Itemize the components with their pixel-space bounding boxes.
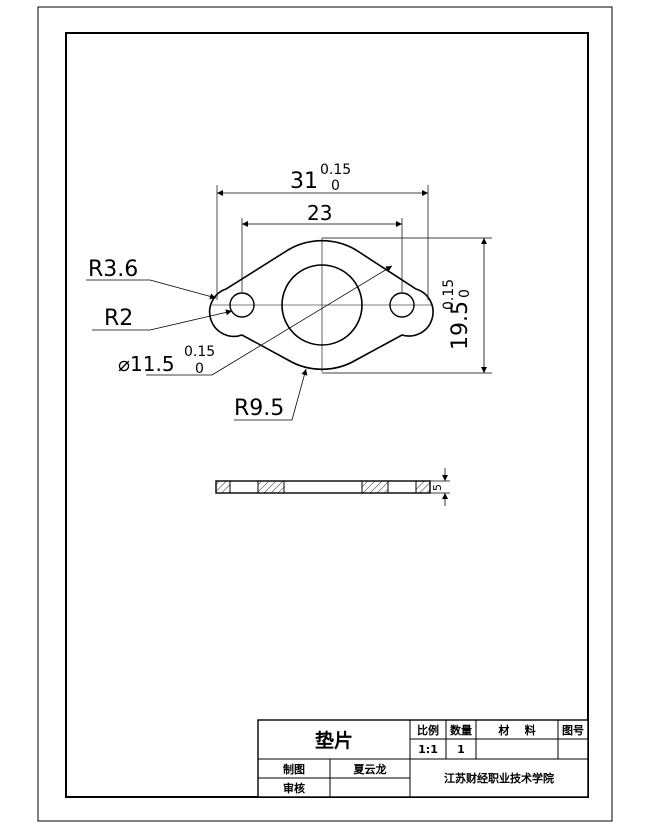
section-outline <box>215 480 431 494</box>
title-block: 垫片 比例 数量 材 料 图号 1:1 1 制图 夏云龙 审核 江苏财经职业技术… <box>257 719 589 798</box>
overall-width-lower-tol: 0 <box>331 178 340 194</box>
drawing-no-label: 图号 <box>562 724 584 737</box>
drawn-by-label: 制图 <box>283 762 305 776</box>
center-hole-diameter-upper-tol: 0.15 <box>184 344 215 360</box>
quantity-value: 1 <box>457 743 465 756</box>
quantity-label: 数量 <box>450 723 472 737</box>
drawn-by-name: 夏云龙 <box>354 762 387 776</box>
section-hatch-4 <box>415 480 431 494</box>
outer-border <box>37 6 613 822</box>
institution-name: 江苏财经职业技术学院 <box>444 771 554 785</box>
center-hole-diameter-value: ⌀11.5 <box>118 352 175 376</box>
thickness-value: 5 <box>431 484 444 491</box>
hole-spacing-value: 23 <box>307 201 332 225</box>
leader-diameter <box>211 265 393 376</box>
leader-body-radius <box>291 368 308 421</box>
front-view: 31 0.15 0 23 19.5 0.15 0 R3.6 R2 ⌀11.5 0… <box>86 162 492 421</box>
material-label: 材 料 <box>498 723 535 737</box>
checked-by-label: 审核 <box>283 781 305 795</box>
body-radius-label: R9.5 <box>234 396 284 421</box>
hole-radius-label: R2 <box>104 306 133 331</box>
center-hole-diameter-lower-tol: 0 <box>195 361 204 377</box>
overall-width-upper-tol: 0.15 <box>320 162 351 178</box>
leader-lobe-radius <box>149 279 217 300</box>
section-hatch-3 <box>361 480 389 494</box>
gasket-outline <box>208 240 434 370</box>
drawing-frame <box>65 32 589 798</box>
section-hatch-2 <box>257 480 285 494</box>
overall-width-value: 31 <box>290 169 318 194</box>
section-hatch-1 <box>215 480 231 494</box>
scale-value: 1:1 <box>418 743 438 756</box>
overall-height-upper-tol: 0.15 <box>441 279 457 310</box>
section-view: 5 <box>215 468 450 506</box>
part-name: 垫片 <box>315 729 353 752</box>
overall-height-value: 19.5 <box>448 301 473 350</box>
leader-hole-radius <box>149 309 233 331</box>
lobe-radius-label: R3.6 <box>88 257 138 282</box>
scale-label: 比例 <box>417 723 439 737</box>
overall-height-lower-tol: 0 <box>457 289 473 298</box>
